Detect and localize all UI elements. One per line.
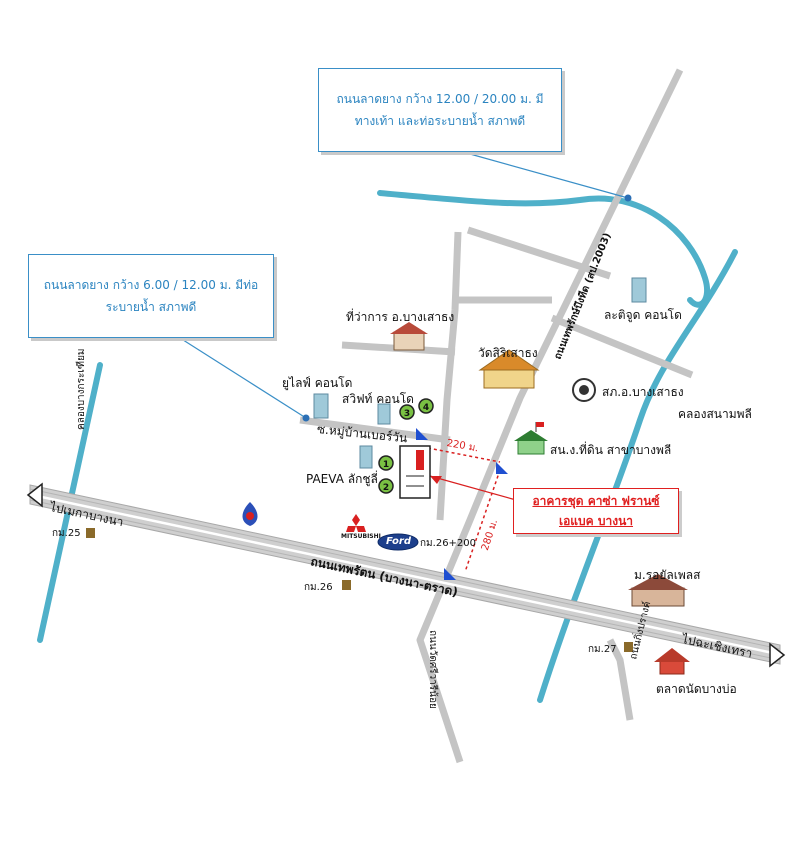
- callout-top-line-2: ทางเท้า และท่อระบายน้ำ สภาพดี: [354, 114, 526, 128]
- km-post-icons: [86, 528, 633, 652]
- swift-building-icon: [377, 403, 391, 425]
- distance-line-horizontal: [427, 447, 501, 463]
- road-east-link: [550, 314, 694, 379]
- callout-left-line-1: ถนนลาดยาง กว้าง 6.00 / 12.00 ม. มีท่อ: [43, 278, 259, 292]
- ptt-logo-icon: [242, 502, 258, 526]
- main-highway: [29, 484, 781, 665]
- number-marker-3: 3: [399, 404, 415, 420]
- callout-top-line: [469, 153, 629, 199]
- lacitta-building-icon: [631, 277, 647, 303]
- east-direction-arrow: [769, 642, 786, 668]
- callout-road-spec-top: ถนนลาดยาง กว้าง 12.00 / 20.00 ม. มี ทางเ…: [318, 68, 562, 152]
- road-srinagarindra: [416, 68, 684, 764]
- callout-road-spec-left: ถนนลาดยาง กว้าง 6.00 / 12.00 ม. มีท่อ ระ…: [28, 254, 274, 338]
- label-km27: กม.27: [588, 644, 617, 655]
- callout-left-line: [179, 337, 307, 419]
- svg-text:4: 4: [423, 403, 429, 413]
- mitsubishi-logo-icon: [346, 514, 366, 532]
- label-km25: กม.25: [52, 528, 81, 539]
- subject-property: [399, 445, 431, 499]
- subject-pointer-head: [430, 476, 442, 484]
- label-wat: วัดสิริเสาธง: [478, 346, 538, 360]
- condo-icons: [313, 277, 647, 469]
- road-soi-bangna-north: [436, 231, 462, 521]
- paeva-building-icon: [359, 445, 373, 469]
- number-marker-2: 2: [378, 478, 394, 494]
- label-royal-place: ม.รอยัลเพลส: [634, 568, 701, 582]
- subject-line-2: เอแบค บางนา: [558, 514, 634, 528]
- highway-edge-top: [29, 488, 781, 650]
- land-office-icon: [514, 422, 548, 455]
- callout-top-dot: [624, 194, 632, 202]
- distance-lines: [427, 447, 501, 573]
- label-paeva: PAEVA ลักชูลี่: [306, 472, 378, 486]
- svg-text:3: 3: [404, 409, 410, 419]
- label-km26-200: กม.26+200: [420, 538, 477, 549]
- marker-flag-1: [444, 568, 456, 580]
- label-ulife: ยูไลฟ์ คอนโด: [282, 376, 353, 390]
- market-icon: [654, 648, 690, 675]
- subject-property-callout: อาคารชุด คาซ่า ฟรานซ์ เอแบค บางนา: [513, 488, 679, 534]
- callout-left-dot: [302, 414, 310, 422]
- label-mitsubishi: MITSUBISHI: [341, 533, 381, 540]
- marker-flag-3: [416, 428, 428, 440]
- road-west-2: [299, 416, 451, 444]
- royal-place-icon: [628, 574, 688, 607]
- label-canal-east: คลองสนามพลี: [678, 407, 752, 421]
- ford-logo-icon: [377, 533, 419, 551]
- highway-center: [29, 493, 781, 656]
- number-marker-1: 1: [378, 455, 394, 471]
- ulife-building-icon: [313, 393, 329, 419]
- svg-text:1: 1: [383, 460, 389, 470]
- label-km26: กม.26: [304, 582, 333, 593]
- highway-edge-bottom: [29, 499, 781, 661]
- label-lacitta: ละติจูด คอนโด: [604, 308, 682, 322]
- location-markers: [416, 428, 508, 580]
- number-marker-4: 4: [418, 398, 434, 414]
- canal-north: [377, 190, 711, 308]
- road-bangbo: [606, 638, 634, 721]
- km26-post-icon: [342, 580, 351, 590]
- callout-lines: [179, 153, 629, 419]
- wat-icon: [478, 349, 540, 389]
- label-swift: สวิฟท์ คอนโด: [342, 392, 414, 406]
- secondary-roads: [299, 68, 694, 764]
- label-soi-bangna: ถนนวัดศรีวารีน้อย: [427, 630, 439, 709]
- label-ford: Ford: [386, 536, 412, 547]
- svg-text:2: 2: [383, 483, 389, 493]
- km25-post-icon: [86, 528, 95, 538]
- label-police: สภ.อ.บางเสาธง: [602, 385, 684, 399]
- police-icon: [572, 378, 596, 402]
- label-land-office: สน.ง.ที่ดิน สาขาบางพลี: [550, 443, 672, 457]
- district-office-icon: [390, 322, 428, 351]
- marker-flag-2: [496, 462, 508, 474]
- label-district-office: ที่ว่าการ อ.บางเสาธง: [346, 310, 455, 324]
- label-market: ตลาดนัดบางบ่อ: [656, 682, 737, 696]
- road-top-east: [466, 226, 612, 280]
- label-canal-west: คลองบางกระเฑียม: [75, 348, 87, 430]
- callout-left-line-2: ระบายน้ำ สภาพดี: [105, 300, 197, 314]
- subject-pointer: [429, 475, 517, 501]
- west-direction-arrow: [26, 482, 43, 508]
- subject-line-1: อาคารชุด คาซ่า ฟรานซ์: [532, 494, 660, 508]
- callout-top-line-1: ถนนลาดยาง กว้าง 12.00 / 20.00 ม. มี: [336, 92, 544, 106]
- km27-post-icon: [624, 642, 633, 652]
